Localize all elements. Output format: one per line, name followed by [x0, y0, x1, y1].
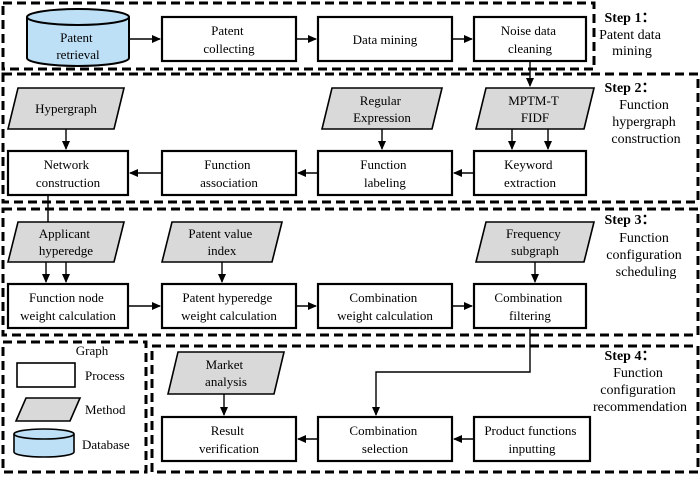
svg-text:Combination selection: Combination selection [349, 423, 420, 456]
legend-database-label: Database [82, 437, 130, 452]
keyword-extraction-box: Keyword extraction [472, 149, 588, 197]
svg-text:Combination filtering: Combination filtering [494, 290, 565, 323]
legend-title: Graph [76, 343, 109, 358]
regular-expression-method: Regular Expression [320, 87, 444, 130]
combination-filtering-box: Combination filtering [472, 282, 588, 330]
svg-text:Patent value index: Patent value index [188, 226, 255, 258]
svg-text:Hypergraph: Hypergraph [35, 101, 97, 116]
data-mining-box: Data mining [316, 15, 454, 63]
result-verification-box: Result verification [160, 415, 298, 463]
svg-text:Market analysis: Market analysis [205, 357, 247, 389]
market-analysis-method: Market analysis [166, 351, 286, 395]
legend: Graph Process Method Database [13, 343, 130, 458]
svg-text:Applicant hyperedge: Applicant hyperedge [39, 226, 94, 258]
arrow-filtering-to-selection [372, 328, 531, 416]
legend-method-swatch [14, 397, 82, 422]
legend-method-label: Method [85, 402, 126, 417]
function-node-weight-box: Function node weight calculation [6, 282, 130, 330]
svg-text:Regular Expression: Regular Expression [353, 93, 411, 125]
mptm-t-fidf-method: MPTM-T FIDF [474, 87, 596, 130]
legend-process-label: Process [85, 368, 125, 383]
step1-frame [1, 1, 596, 71]
combination-selection-box: Combination selection [316, 415, 454, 463]
connectors [42, 35, 552, 443]
patent-retrieval-database: Patent retrieval [26, 8, 130, 67]
step4-frame [150, 344, 700, 474]
network-construction-box: Network construction [6, 149, 130, 197]
svg-text:Keyword extraction: Keyword extraction [504, 157, 556, 190]
product-functions-inputting-box: Product functions inputting [472, 415, 592, 463]
step3-frame [1, 207, 700, 337]
function-association-box: Function association [160, 149, 298, 197]
frequency-subgraph-method: Frequency subgraph [474, 221, 596, 263]
svg-text:Patent retrieval: Patent retrieval [56, 30, 100, 62]
step2-frame [1, 72, 700, 204]
function-labeling-box: Function labeling [316, 149, 454, 197]
svg-text:MPTM-T FIDF: MPTM-T FIDF [508, 93, 562, 125]
svg-text:Network construction: Network construction [36, 157, 101, 190]
legend-process-swatch [16, 362, 76, 388]
svg-text:Function labeling: Function labeling [360, 157, 409, 190]
svg-text:Product functions inputt: Product functions inputting [484, 423, 579, 456]
patent-collecting-box: Patent collecting [160, 15, 298, 63]
hypergraph-method: Hypergraph [6, 87, 126, 130]
svg-text:Patent collecting: Patent collecting [203, 23, 255, 56]
patent-value-index-method: Patent value index [160, 221, 284, 263]
svg-text:Function node weight cal: Function node weight calculation [20, 290, 116, 323]
svg-text:Result verification: Result verification [199, 423, 259, 456]
svg-text:Function association: Function association [200, 157, 258, 190]
svg-text:Data mining: Data mining [353, 32, 418, 47]
patent-hyperedge-weight-box: Patent hyperedge weight calculation [160, 282, 298, 330]
legend-frame [1, 340, 148, 474]
combination-weight-box: Combination weight calculation [316, 282, 454, 330]
step3-label: Step 3： Function configuration schedulin… [605, 211, 686, 280]
svg-text:Patent hyperedge weight: Patent hyperedge weight calculation [181, 290, 277, 323]
step2-label: Step 2： Function hypergraph construction [605, 79, 681, 147]
legend-database-swatch [13, 428, 75, 458]
svg-text:Combination weight calcu: Combination weight calculation [337, 290, 433, 323]
svg-text:Noise data cleaning: Noise data cleaning [501, 23, 559, 56]
noise-data-cleaning-box: Noise data cleaning [472, 15, 588, 63]
applicant-hyperedge-method: Applicant hyperedge [6, 221, 126, 263]
step1-label: Step 1： Patent data mining [599, 9, 665, 59]
step4-label: Step 4： Function configuration recommend… [593, 347, 687, 415]
svg-text:Frequency subgraph: Frequency subgraph [506, 226, 564, 258]
